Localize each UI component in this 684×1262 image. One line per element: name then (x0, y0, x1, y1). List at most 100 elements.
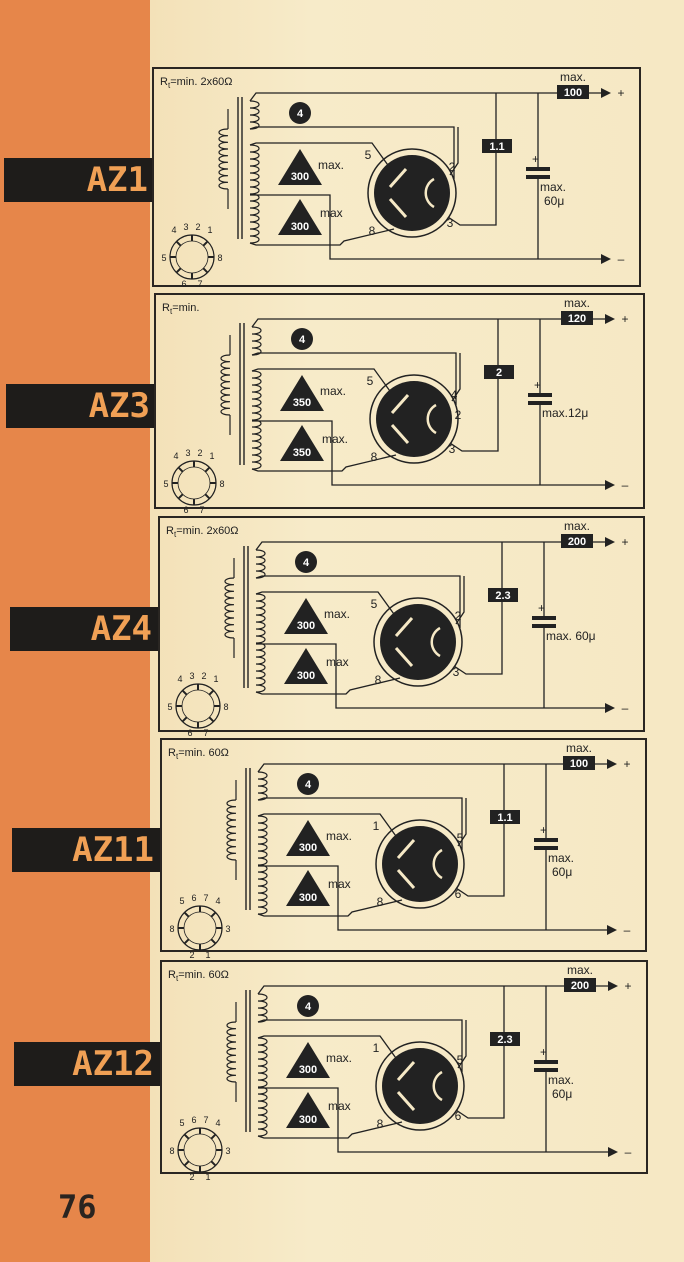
page-number: 76 (58, 1188, 97, 1226)
voltage-max-label: max. (326, 1051, 352, 1065)
socket-pin-number: 3 (225, 1146, 230, 1156)
anode-1 (390, 394, 410, 414)
anode-1 (396, 1061, 416, 1081)
voltage-triangle-2: 350 (280, 425, 324, 461)
cathode-wire (455, 576, 465, 625)
anode-1 (394, 617, 414, 637)
resistor (482, 139, 512, 153)
tube-pin-number: 2 (455, 609, 462, 623)
primary-winding-coil (226, 799, 237, 861)
tube-pin-number: 3 (453, 665, 460, 679)
rt-label: Rt=min. 2x60Ω (160, 76, 233, 90)
anode-wire-1 (257, 813, 407, 851)
capacitor-plus-sign: + (540, 1045, 547, 1059)
voltage-triangle-1: 300 (286, 820, 330, 856)
rt-subscript: t (176, 752, 179, 761)
current-value: 200 (568, 536, 586, 548)
current-box (561, 534, 593, 548)
capacitor-plate-positive (526, 167, 550, 171)
cathode-filament (424, 177, 435, 209)
socket-pin-number: 1 (205, 1172, 210, 1182)
capacitor-plus-sign: + (540, 823, 547, 837)
negative-terminal-label: – (622, 701, 629, 715)
anode-wire-2 (251, 454, 397, 472)
socket-pin-number: 4 (177, 674, 182, 684)
capacitor-value: 60μ (552, 1087, 572, 1101)
filament-wire (249, 126, 455, 179)
output-arrow-negative (605, 480, 615, 490)
socket-pin-number: 3 (225, 924, 230, 934)
positive-rail (257, 985, 610, 995)
cathode-filament (426, 403, 437, 435)
rt-value: =min. 60Ω (178, 969, 229, 981)
socket-pin-number: 8 (219, 479, 224, 489)
capacitor-max-label: max. 60μ (546, 629, 596, 643)
current-box (557, 85, 589, 99)
primary-winding-coil (226, 1021, 237, 1083)
resistor-value: 1.1 (489, 141, 504, 153)
filament-voltage-badge (291, 328, 313, 350)
anode-wire-2 (249, 228, 395, 246)
capacitor-plate-positive (532, 616, 556, 620)
circuit-diagram: Rt=min. 60Ω4300max.300max15682.3+max.60μ… (168, 963, 632, 1182)
socket-pin-number: 6 (183, 505, 188, 515)
rectifier-tube (367, 148, 457, 238)
socket-pin (177, 466, 184, 473)
socket-pin-number: 4 (171, 225, 176, 235)
voltage-max-label: max. (318, 158, 344, 172)
tube-pin-number: 5 (457, 1053, 464, 1067)
capacitor-value: 60μ (552, 865, 572, 879)
rt-subscript: t (176, 974, 179, 983)
filament-winding-coil (257, 771, 268, 801)
rectifier-tube-envelope (380, 604, 456, 680)
voltage-max-label: max (326, 655, 349, 669)
socket-pin-number: 5 (179, 896, 184, 906)
negative-terminal-label: – (625, 1145, 632, 1159)
center-tap-wire (258, 865, 609, 931)
anode-wire-1 (255, 591, 405, 629)
circuit-diagram: Rt=min. 2x60Ω4300max.300max52381.1+max.6… (160, 70, 625, 289)
cathode-wire (449, 127, 459, 176)
anode-2 (394, 647, 414, 667)
tube-pin-number: 3 (449, 442, 456, 456)
current-max-label: max. (564, 519, 590, 533)
secondary-winding-coil (255, 593, 266, 693)
socket-pin-number: 2 (195, 222, 200, 232)
current-value: 120 (568, 313, 586, 325)
negative-terminal-label: – (618, 252, 625, 266)
primary-winding-coil (218, 128, 229, 190)
positive-terminal-label: + (621, 535, 628, 549)
filament-wire (257, 797, 463, 850)
positive-terminal-label: + (621, 312, 628, 326)
socket-pin-number: 8 (217, 253, 222, 263)
cathode-wire (447, 93, 497, 226)
socket-pin-number: 6 (191, 1115, 196, 1125)
rectifier-tube (373, 597, 463, 687)
output-arrow-positive (607, 759, 617, 769)
tube-pin-number: 2 (455, 408, 462, 422)
voltage-value: 350 (293, 447, 311, 459)
socket-pin (208, 689, 215, 696)
filament-voltage-value: 4 (305, 779, 312, 791)
filament-wire (257, 1019, 463, 1072)
voltage-value: 300 (297, 670, 315, 682)
socket-pin-number: 6 (191, 893, 196, 903)
cathode-wire (453, 542, 503, 675)
output-arrow-positive (605, 314, 615, 324)
voltage-triangle-2: 300 (278, 199, 322, 235)
anode-wire-2 (257, 1121, 403, 1139)
socket-pin-number: 5 (167, 702, 172, 712)
filament-voltage-badge (297, 773, 319, 795)
voltage-triangle-1: 300 (284, 598, 328, 634)
anode-1 (396, 839, 416, 859)
voltage-triangle (278, 199, 322, 235)
resistor (488, 588, 518, 602)
anode-wire-2 (255, 677, 401, 695)
rt-subscript: t (174, 530, 177, 539)
positive-rail (251, 318, 607, 328)
voltage-triangle-2: 300 (286, 870, 330, 906)
positive-terminal-label: + (623, 757, 630, 771)
